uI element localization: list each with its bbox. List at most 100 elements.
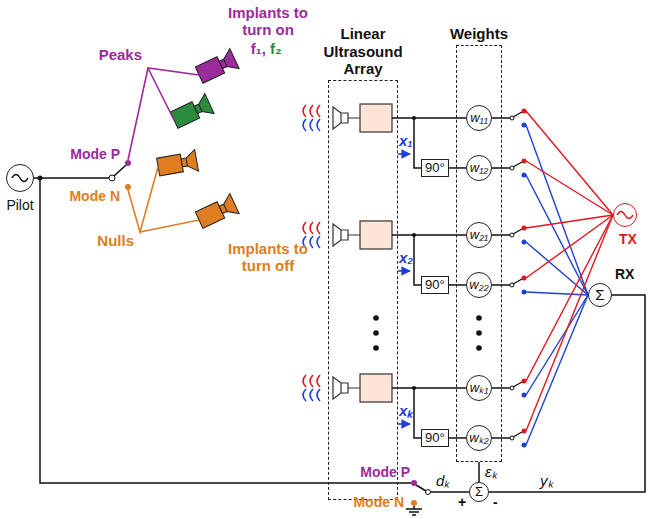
switch-contact — [411, 480, 417, 486]
pilot-wire — [34, 178, 411, 483]
branch-label: Nulls — [97, 232, 134, 249]
ellipsis-dot — [373, 330, 379, 336]
ellipsis-dot — [476, 345, 482, 351]
tx-symbol — [617, 212, 633, 219]
junction-dot — [412, 233, 416, 237]
wave-blue — [317, 119, 320, 131]
wave-blue — [310, 389, 313, 401]
switch-arm — [513, 112, 522, 117]
peak-wire — [128, 68, 199, 160]
weight-circle: w₂₂ — [466, 272, 492, 298]
rx-summer: ΣRX — [588, 283, 612, 307]
wave-red — [317, 375, 320, 387]
switch-arm — [513, 162, 522, 167]
frequency-label: f₁, — [251, 40, 266, 57]
wave-blue — [310, 119, 313, 131]
ellipsis-dot — [476, 315, 482, 321]
signal-name: x₁ — [399, 132, 413, 149]
weight-circle: w₁₁ — [466, 105, 492, 131]
switch-contact — [522, 290, 527, 295]
error-summer: Σ — [469, 482, 489, 502]
wave-blue — [303, 389, 306, 401]
signal-name: xₖ — [399, 402, 412, 419]
connector — [449, 167, 466, 169]
wave-red — [310, 375, 313, 387]
transducer-box — [360, 221, 392, 249]
ellipsis-dot — [476, 330, 482, 336]
implant-group-label: Implants to turn off — [225, 240, 311, 275]
switch-contact — [125, 160, 131, 166]
mode-label: Mode N — [69, 188, 120, 204]
node-label: 90° — [425, 161, 445, 176]
connector — [478, 462, 480, 482]
sign-label: - — [493, 494, 498, 510]
tx-source: TX — [613, 203, 637, 227]
wave-blue — [303, 119, 306, 131]
pilot-source: Pilot — [6, 164, 34, 192]
signal-arrow — [398, 270, 410, 272]
node-heading: Linear Ultrasound Array — [318, 25, 408, 77]
tx-rx-switch — [492, 215, 613, 398]
node-heading: TX — [619, 231, 637, 247]
wave-red — [317, 222, 320, 234]
tx-wire — [526, 215, 613, 381]
junction-dot — [412, 386, 416, 390]
wire — [492, 167, 510, 169]
mode-label: Mode P — [360, 464, 410, 480]
tx-rx-switch — [492, 159, 613, 296]
wire — [348, 118, 360, 119]
weights-box: w₁₁w₁₂w₂₁w₂₂wₖ₁wₖ₂Weights — [456, 45, 502, 462]
switch-contact — [522, 276, 527, 281]
wave-blue — [310, 236, 313, 248]
wire — [492, 234, 510, 236]
signal-arrow — [398, 423, 410, 425]
rx-wire — [526, 242, 588, 295]
switch-arm — [513, 229, 522, 234]
implant-on — [169, 94, 214, 130]
node-label: w₂₂ — [469, 278, 488, 293]
switch-contact — [125, 184, 131, 190]
branch-label: Peaks — [99, 46, 142, 63]
node-label: 90° — [425, 431, 445, 446]
node-label: Σ — [595, 286, 604, 303]
signal-arrow — [398, 153, 410, 155]
wave-blue — [317, 389, 320, 401]
signal-name: dₖ — [436, 472, 449, 489]
junction-dot — [38, 176, 43, 181]
signal-name: yₖ — [540, 472, 553, 489]
signal-name: εₖ — [485, 463, 497, 480]
switch-contact — [522, 226, 527, 231]
junction-dot — [412, 116, 416, 120]
switch-contact — [522, 123, 527, 128]
implant-group-label: Implants to turn on — [226, 4, 310, 39]
transducer-box — [360, 374, 392, 402]
implant-off — [194, 194, 239, 230]
pilot-symbol — [12, 175, 28, 182]
tx-rx-switch — [492, 109, 613, 296]
switch-contact — [522, 393, 527, 398]
wire — [348, 235, 360, 236]
switch-contact — [522, 173, 527, 178]
node-heading: Weights — [439, 25, 519, 42]
tx-wire — [526, 161, 613, 215]
mode-label: Mode P — [70, 146, 120, 162]
node-label: 90° — [425, 278, 445, 293]
ground-symbol — [406, 506, 422, 515]
node-label: w₁₂ — [470, 161, 488, 176]
switch-arm — [416, 485, 426, 491]
node-label: Σ — [475, 485, 483, 500]
wave-red — [310, 222, 313, 234]
array-box: Linear Ultrasound Array — [328, 80, 398, 500]
speaker-symbol — [333, 224, 348, 246]
switch-contact — [522, 379, 527, 384]
connector — [449, 437, 466, 439]
wave-red — [303, 375, 306, 387]
implant-on — [194, 49, 239, 85]
rx-wire — [526, 292, 588, 295]
tx-rx-switch — [492, 215, 613, 448]
null-wire — [128, 167, 199, 232]
node-label: w₂₁ — [470, 228, 488, 243]
switch-contact — [522, 159, 527, 164]
transducer-box — [360, 104, 392, 132]
